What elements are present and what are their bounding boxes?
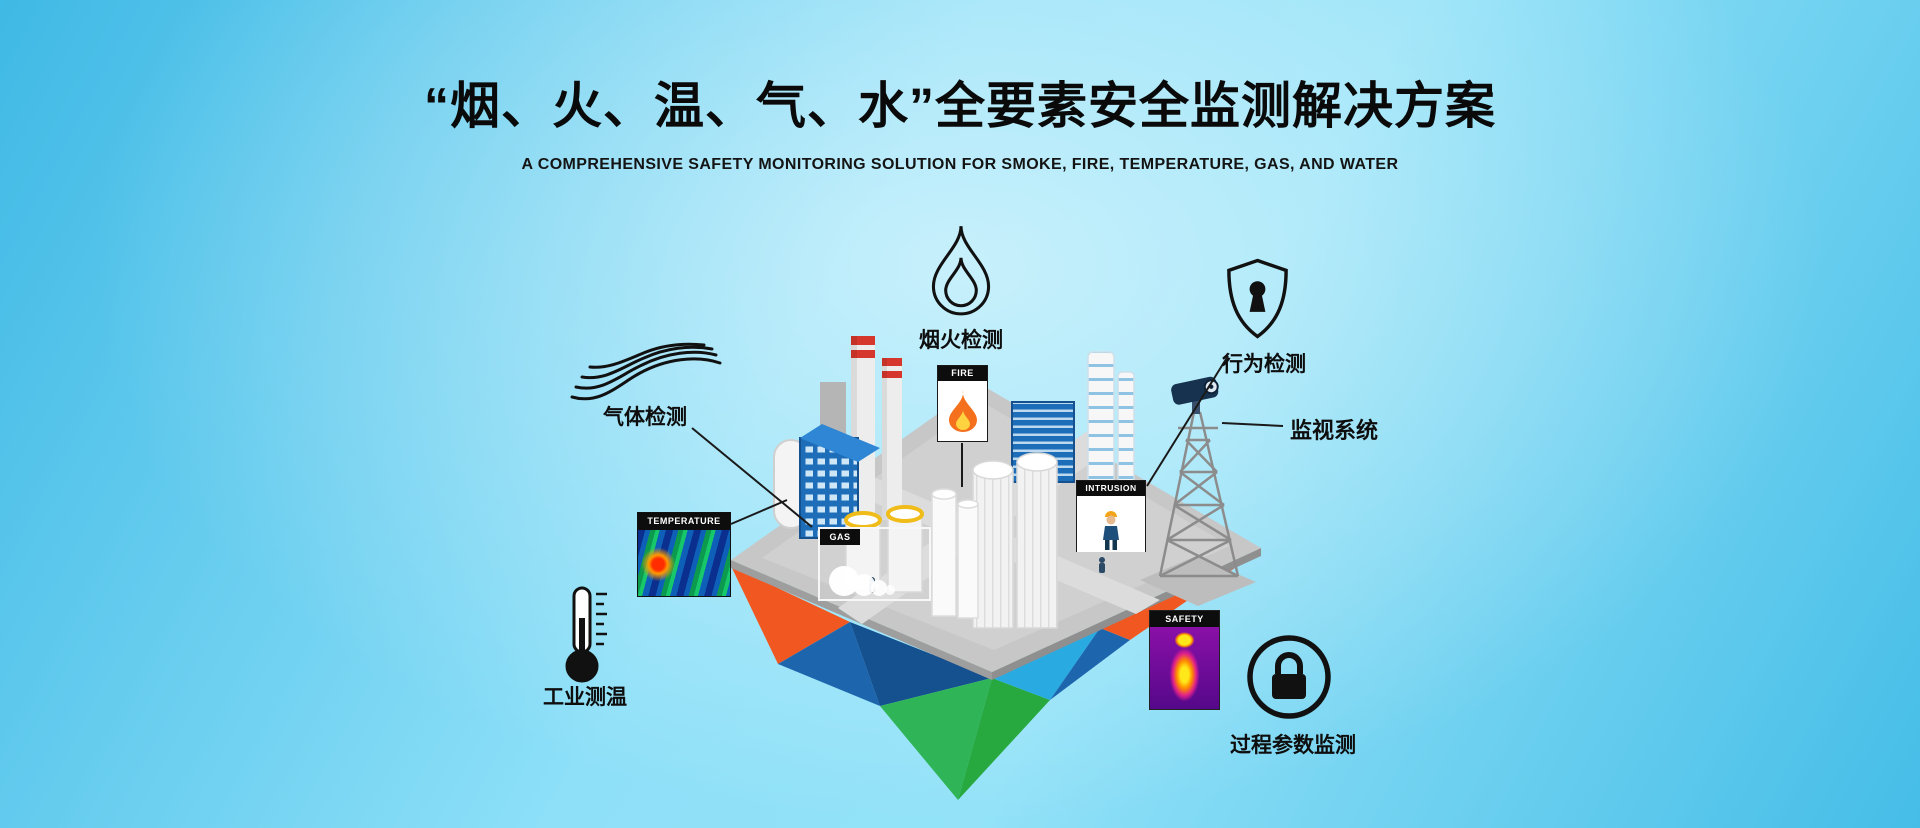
fire-image xyxy=(938,381,987,441)
smoke-puffs xyxy=(829,566,895,596)
behavior-detection-label: 行为检测 xyxy=(1222,353,1306,376)
thermal-image xyxy=(638,530,730,596)
gas-waves-icon xyxy=(566,331,726,409)
thermometer-icon xyxy=(560,584,612,686)
surveillance-system-label: 监视系统 xyxy=(1290,418,1379,443)
gas-detection-label: 气体检测 xyxy=(603,406,687,429)
process-parameter-label: 过程参数监测 xyxy=(1230,734,1356,757)
thermal-person-image xyxy=(1150,627,1219,709)
intrusion-image xyxy=(1077,496,1145,552)
smoke-fire-detection-label: 烟火检测 xyxy=(919,329,1003,352)
temperature-inset-label: TEMPERATURE xyxy=(638,513,730,530)
storage-tanks xyxy=(844,452,1058,629)
fire-flame-icon xyxy=(948,390,977,432)
flame-icon xyxy=(922,221,1000,319)
safety-inset-label: SAFETY xyxy=(1150,611,1219,627)
worker-icon xyxy=(1103,511,1119,550)
industrial-temperature-label: 工业测温 xyxy=(543,686,627,709)
gas-inset-label: GAS xyxy=(820,529,860,545)
page-subtitle: A COMPREHENSIVE SAFETY MONITORING SOLUTI… xyxy=(521,156,1399,173)
leader-lines xyxy=(691,355,1284,528)
lattice-tower xyxy=(1140,411,1256,606)
intrusion-inset: INTRUSION xyxy=(1076,480,1146,552)
intrusion-inset-label: INTRUSION xyxy=(1077,481,1145,496)
temperature-inset: TEMPERATURE xyxy=(637,512,731,597)
page-title: “烟、火、温、气、水”全要素安全监测解决方案 xyxy=(424,78,1496,134)
shield-keyhole-icon xyxy=(1221,256,1294,342)
lock-circle-icon xyxy=(1244,632,1334,722)
fire-inset-label: FIRE xyxy=(938,366,987,381)
gas-inset: GAS xyxy=(818,527,931,601)
fire-inset: FIRE xyxy=(937,365,988,442)
safety-inset: SAFETY xyxy=(1149,610,1220,710)
